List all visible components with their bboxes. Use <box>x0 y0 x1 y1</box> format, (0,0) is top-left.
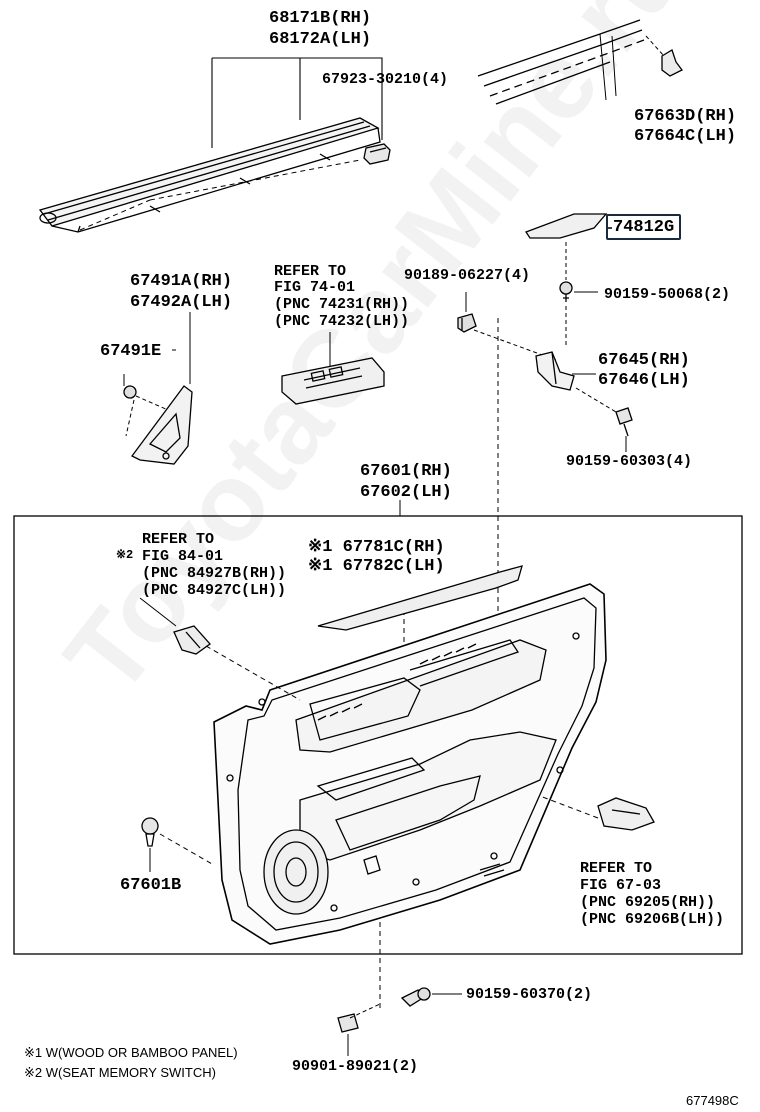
label-90159-60370[interactable]: 90159-60370(2) <box>466 986 593 1003</box>
ref67-line2[interactable]: FIG 67-03 <box>580 877 662 894</box>
label-90189[interactable]: 90189-06227(4) <box>404 267 531 284</box>
label-67602[interactable]: 67602(LH) <box>360 483 452 502</box>
clip-part-2[interactable] <box>337 1013 359 1033</box>
label-74812g[interactable]: 74812G <box>606 214 682 240</box>
ref74-line1: REFER TO <box>274 263 347 280</box>
label-67601[interactable]: 67601(RH) <box>360 462 452 481</box>
ref74-line4[interactable]: (PNC 74232(LH)) <box>274 313 410 330</box>
stopper-part[interactable] <box>661 49 683 77</box>
window-switch-part[interactable] <box>281 357 385 405</box>
label-67781c[interactable]: ※1 67781C(RH) <box>308 538 445 557</box>
mirror-garnish-part[interactable] <box>131 385 193 465</box>
weatherstrip-part[interactable] <box>38 117 381 233</box>
ref84-line3[interactable]: (PNC 84927B(RH)) <box>142 565 287 582</box>
bracket-part[interactable] <box>535 351 575 391</box>
garnish-panel-part[interactable] <box>317 565 523 631</box>
ref67-line4[interactable]: (PNC 69206B(LH)) <box>580 911 725 928</box>
ref84-line1: REFER TO <box>142 531 215 548</box>
label-67645[interactable]: 67645(RH) <box>598 351 690 370</box>
ref84-line2[interactable]: FIG 84-01 <box>142 548 224 565</box>
clip-part[interactable] <box>457 313 477 333</box>
screw-part-3[interactable] <box>123 385 137 399</box>
door-trim-panel[interactable] <box>213 583 607 945</box>
door-panel-frame <box>13 515 743 955</box>
label-67492a[interactable]: 67492A(LH) <box>130 293 233 312</box>
trim-part-74812g[interactable] <box>525 213 608 239</box>
memory-switch-part[interactable] <box>173 625 211 655</box>
label-67646[interactable]: 67646(LH) <box>598 371 690 390</box>
screw-part[interactable] <box>559 281 573 302</box>
label-67601b[interactable]: 67601B <box>120 876 182 895</box>
label-68172a[interactable]: 68172A(LH) <box>269 30 372 49</box>
label-67664c[interactable]: 67664C(LH) <box>634 127 737 146</box>
panel-clip-part[interactable] <box>141 817 159 847</box>
label-90159-60303[interactable]: 90159-60303(4) <box>566 453 693 470</box>
ref67-line3[interactable]: (PNC 69205(RH)) <box>580 894 716 911</box>
ref74-line3[interactable]: (PNC 74231(RH)) <box>274 296 410 313</box>
label-67491e[interactable]: 67491E <box>100 342 162 361</box>
label-67782c[interactable]: ※1 67782C(LH) <box>308 557 445 576</box>
label-67663d[interactable]: 67663D(RH) <box>634 107 737 126</box>
label-67923[interactable]: 67923-30210(4) <box>322 71 449 88</box>
diagram-id: 677498C <box>686 1093 739 1108</box>
weatherstrip-clip[interactable] <box>363 143 391 165</box>
window-frame <box>477 19 645 105</box>
ref84-line4[interactable]: (PNC 84927C(LH)) <box>142 582 287 599</box>
label-90159-50068[interactable]: 90159-50068(2) <box>604 286 731 303</box>
label-68171b[interactable]: 68171B(RH) <box>269 9 372 28</box>
note-1: ※1 W(WOOD OR BAMBOO PANEL) <box>24 1045 238 1060</box>
label-67491a[interactable]: 67491A(RH) <box>130 272 233 291</box>
screw-part-2[interactable] <box>615 407 633 437</box>
screw-part-4[interactable] <box>400 987 431 1007</box>
note-2: ※2 W(SEAT MEMORY SWITCH) <box>24 1065 216 1080</box>
ref74-line2[interactable]: FIG 74-01 <box>274 279 356 296</box>
label-90901[interactable]: 90901-89021(2) <box>292 1058 419 1075</box>
inside-handle-part[interactable] <box>597 797 655 831</box>
ref67-line1: REFER TO <box>580 860 653 877</box>
ref84-mark: ※2 <box>116 548 134 562</box>
